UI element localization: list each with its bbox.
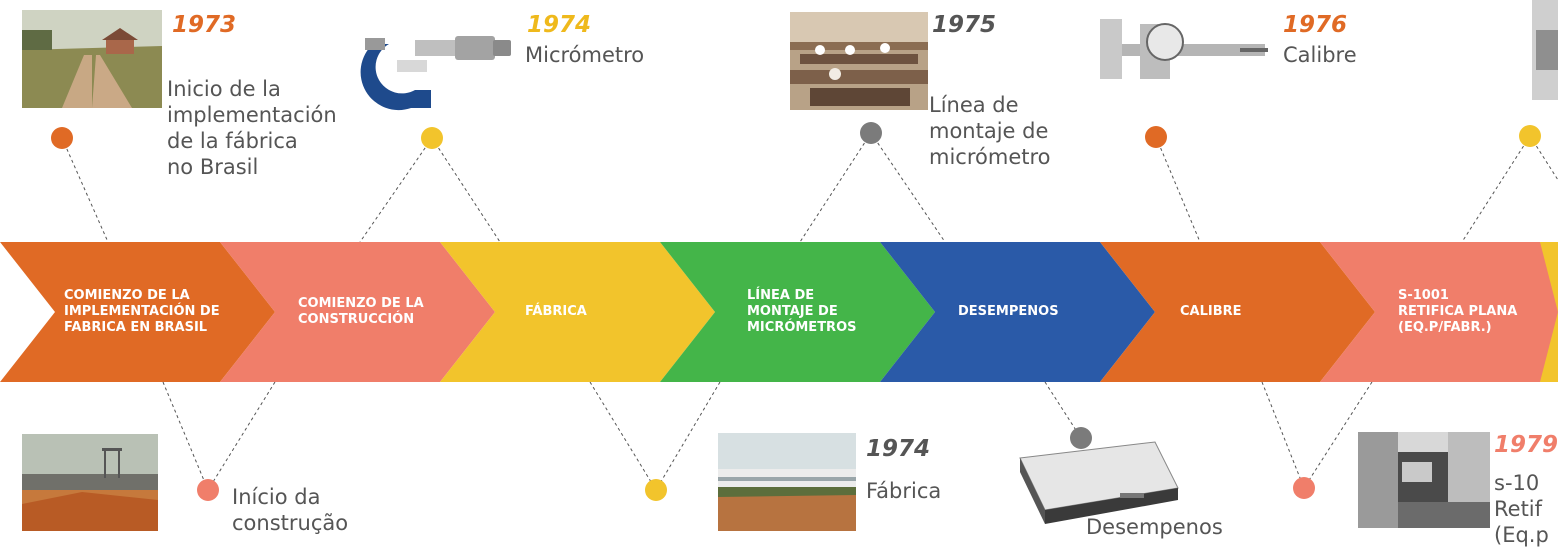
connector-line [1303, 381, 1373, 489]
timeline-step-label: COMIENZO DE LA IMPLEMENTACIÓN DE FABRICA… [64, 288, 220, 335]
timeline-step-label: FÁBRICA [525, 304, 587, 319]
chevron-shape [1540, 242, 1558, 382]
event-description: Início da construção [232, 485, 349, 535]
timeline-step-label: LÍNEA DE MONTAJE DE MICRÓMETROS [747, 288, 857, 335]
timeline-step-6: CALIBRE [1100, 242, 1375, 382]
machine-photo [1526, 0, 1558, 115]
connector-line [1261, 381, 1305, 489]
timeline-dot [1145, 126, 1167, 148]
timeline-step-5: DESEMPENOS [880, 242, 1155, 382]
event-year: 1973 [172, 12, 237, 38]
event-year: 1974 [527, 12, 592, 38]
timeline-step-label: DESEMPENOS [958, 304, 1059, 319]
connector-line [61, 137, 109, 243]
event-description: Micrómetro [525, 43, 645, 67]
micrometer-photo [355, 12, 515, 112]
connector-line [162, 381, 209, 491]
timeline-dot [1293, 477, 1315, 499]
event-description: Fábrica [866, 479, 942, 503]
grinder-photo [1358, 432, 1490, 528]
timeline-step-2: COMIENZO DE LA CONSTRUCCIÓN [220, 242, 495, 382]
chevron-shape [880, 242, 1155, 382]
connector-line [431, 137, 501, 243]
timeline-dot [1070, 427, 1092, 449]
chevron-shape [220, 242, 495, 382]
construction-photo [22, 434, 158, 531]
event-description: Calibre [1283, 43, 1357, 67]
connector-line [870, 132, 946, 243]
event-year: 1979 [1494, 432, 1558, 458]
timeline-dot [51, 127, 73, 149]
surface-plate-photo [990, 438, 1180, 528]
timeline-dot [860, 122, 882, 144]
event-year: 1976 [1283, 12, 1348, 38]
event-description: Inicio de la implementación de la fábric… [167, 77, 337, 179]
timeline-step-4: LÍNEA DE MONTAJE DE MICRÓMETROS [660, 242, 935, 382]
connector-line [589, 381, 657, 491]
event-year: 1974 [866, 436, 931, 462]
timeline-step-3: FÁBRICA [440, 242, 715, 382]
timeline-step-8 [1540, 242, 1558, 382]
chevron-shape [660, 242, 935, 382]
timeline-dot [197, 479, 219, 501]
timeline-step-label: COMIENZO DE LA CONSTRUCCIÓN [298, 296, 424, 327]
assembly-line-photo [790, 12, 928, 110]
event-year: 1975 [932, 12, 997, 38]
timeline-step-label: CALIBRE [1180, 304, 1242, 319]
chevron-shape [1320, 242, 1558, 382]
farm-photo [22, 10, 162, 108]
timeline-dot [421, 127, 443, 149]
chevron-shape [440, 242, 715, 382]
chevron-shape [1100, 242, 1375, 382]
event-description: Línea de montaje de micrómetro [929, 93, 1051, 169]
connector-line [1461, 135, 1531, 243]
connector-line [655, 381, 721, 491]
event-description: Desempenos [1086, 515, 1223, 539]
connector-line [207, 381, 276, 491]
event-description: s-10 Retif (Eq.p [1494, 471, 1549, 547]
chevron-shape [0, 242, 275, 382]
timeline-step-1: COMIENZO DE LA IMPLEMENTACIÓN DE FABRICA… [0, 242, 275, 382]
connector-line [799, 132, 872, 243]
connector-line [1155, 136, 1201, 243]
timeline-step-label: S-1001 RETIFICA PLANA (EQ.P/FABR.) [1398, 288, 1518, 335]
timeline-step-7: S-1001 RETIFICA PLANA (EQ.P/FABR.) [1320, 242, 1558, 382]
timeline-dot [1519, 125, 1541, 147]
caliper-photo [1090, 14, 1270, 90]
timeline-dot [645, 479, 667, 501]
factory-photo [718, 433, 856, 531]
